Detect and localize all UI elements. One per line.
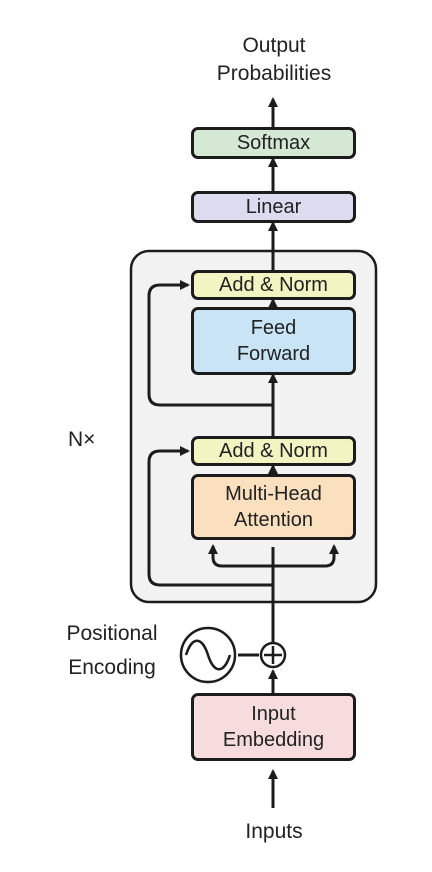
input-embedding-block: Input Embedding [191,693,356,761]
multi-head-attention-block: Multi-Head Attention [191,474,356,540]
nx-repeat-label: N× [68,428,96,451]
residual-connection-upper [147,280,273,407]
attention-branch-right [273,544,339,568]
linear-block: Linear [191,191,356,223]
linear-label: Linear [245,196,302,218]
encoder-stack-frame [129,249,378,604]
output-label-line2: Probabilities [216,62,332,85]
inputs-label: Inputs [245,820,303,843]
add-norm-top-label: Add & Norm [219,274,328,296]
add-norm-bottom-block: Add & Norm [191,436,356,466]
add-norm-top-block: Add & Norm [191,270,356,300]
positional-encoding-line1: Positional [66,622,158,645]
attention-line1: Multi-Head [225,483,322,505]
feed-forward-line2: Forward [236,343,311,365]
input-embedding-line2: Embedding [222,729,325,751]
positional-encoding-line2: Encoding [68,656,156,679]
positional-encoding-label: Positional Encoding [42,620,182,682]
softmax-block: Softmax [191,127,356,159]
add-norm-bottom-label: Add & Norm [219,440,328,462]
sine-wave-icon [179,626,237,684]
output-probabilities-label: Output Probabilities [174,32,374,88]
output-label-line1: Output [242,34,306,57]
feed-forward-line1: Feed [250,317,297,339]
attention-branch-left [208,544,273,568]
residual-connection-lower [147,446,273,587]
attention-line2: Attention [234,509,313,531]
feed-forward-block: Feed Forward [191,307,356,375]
softmax-label: Softmax [236,132,311,154]
add-operator-icon [259,641,287,669]
input-embedding-line1: Input [251,703,296,725]
